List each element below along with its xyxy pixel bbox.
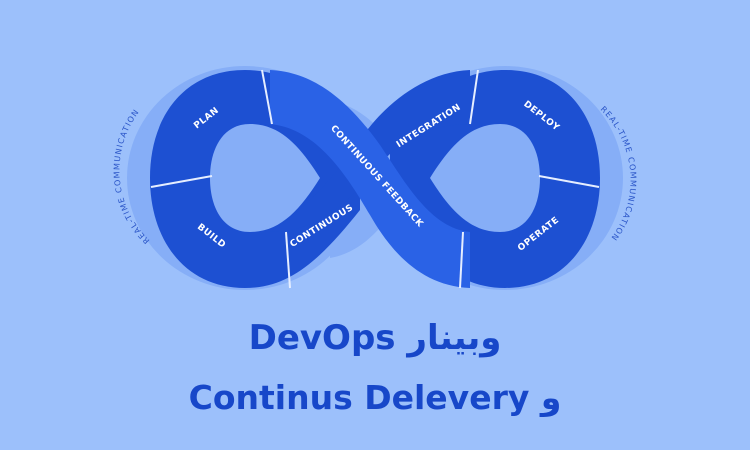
segment-dividers [150, 69, 600, 289]
infinity-band [150, 69, 600, 289]
title-line-1: وبینار DevOps [248, 318, 502, 358]
devops-infinity-diagram: REAL-TIME COMMUNICATION REAL-TIME COMMUN… [112, 66, 636, 290]
title-line-2: و Continus Delevery [188, 378, 562, 417]
